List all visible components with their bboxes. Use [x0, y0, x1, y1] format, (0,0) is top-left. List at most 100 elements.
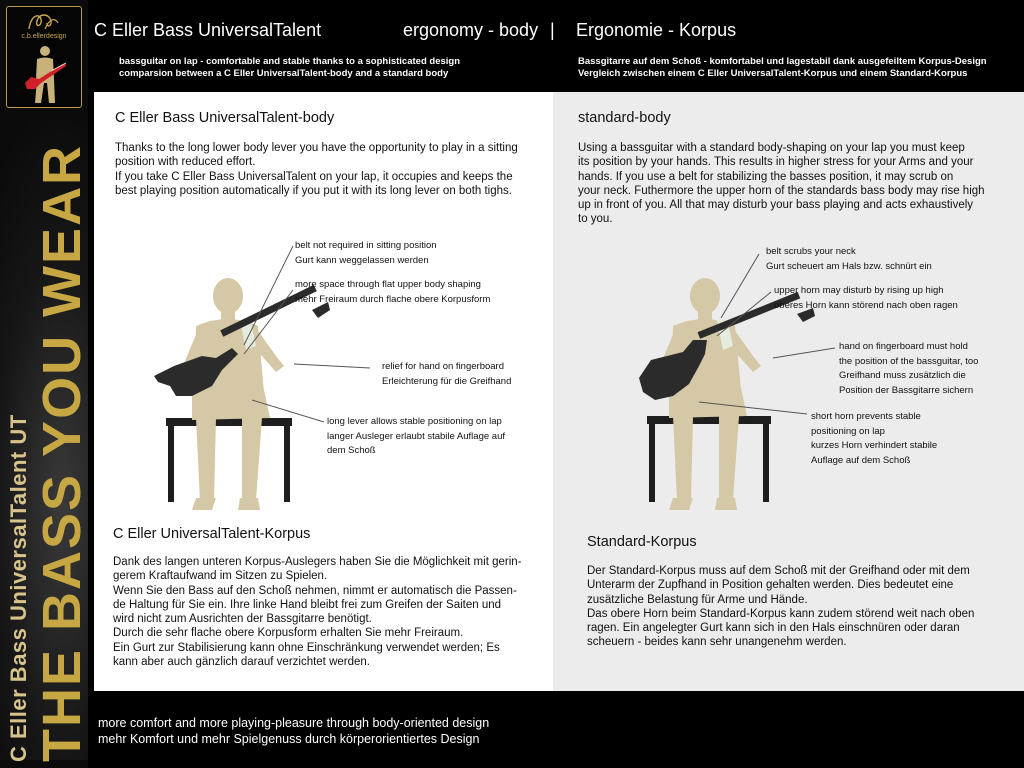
- text-line: scheuern - beides kann sehr unangenehm w…: [587, 636, 847, 649]
- sidebar-strip: c.b.ellerdesign C Eller Bass UniversalTa…: [0, 0, 88, 768]
- leader-line: [698, 401, 808, 415]
- annotation-hand-relief: relief for hand on fingerboard Erleichte…: [382, 360, 511, 389]
- annotation-line: Gurt scheuert am Hals bzw. schnürt ein: [766, 260, 932, 272]
- text-line: position with reduced effort.: [115, 156, 256, 169]
- heading-ut-body-en: C Eller Bass UniversalTalent-body: [115, 110, 335, 126]
- annotation-hand-must-hold: hand on fingerboard must hold the positi…: [839, 340, 978, 398]
- sidebar-brand-text: C Eller Bass UniversalTalent UT: [6, 414, 31, 762]
- text-line: to you.: [578, 213, 613, 226]
- annotation-line: kurzes Horn verhindert stabile: [811, 440, 938, 451]
- leader-line: [243, 245, 294, 346]
- text-line: Using a bassguitar with a standard body-…: [578, 142, 965, 154]
- logo-brand-text: c.b.ellerdesign: [21, 33, 67, 40]
- page-footer: more comfort and more playing-pleasure t…: [88, 691, 1024, 768]
- annotation-line: long lever allows stable positioning on …: [327, 416, 502, 427]
- page-header: C Eller Bass UniversalTalent ergonomy - …: [88, 0, 1024, 92]
- text-line: Der Standard-Korpus muss auf dem Schoß m…: [587, 565, 970, 577]
- annotation-line: dem Schoß: [327, 445, 376, 456]
- text-line: Thanks to the long lower body lever you …: [115, 142, 518, 154]
- text-line: Unterarm der Zupfhand in Position gehalt…: [587, 579, 954, 592]
- text-line: kann aber auch gänzlich darauf verzichte…: [113, 656, 370, 669]
- text-line: ragen. Ein angelegter Gurt kann sich in …: [587, 622, 960, 635]
- text-ut-body-en: Thanks to the long lower body lever you …: [115, 141, 518, 198]
- standard-body-panel: standard-body Using a bassguitar with a …: [553, 92, 1024, 691]
- leader-line: [720, 253, 760, 319]
- standard-bass-guitar: [639, 291, 815, 400]
- ut-seated-player-illustration: [154, 278, 330, 510]
- heading-ut-body-de: C Eller UniversalTalent-Korpus: [113, 526, 311, 542]
- annotation-line: short horn prevents stable: [811, 411, 921, 422]
- annotation-line: langer Ausleger erlaubt stabile Auflage …: [327, 430, 505, 442]
- text-line: If you take C Eller Bass UniversalTalent…: [115, 170, 513, 183]
- annotation-line: Auflage auf dem Schoß: [811, 454, 911, 466]
- leader-lines-right: [698, 253, 836, 415]
- text-line: your neck. Futhermore the upper horn of …: [578, 184, 985, 197]
- leader-lines-left: [243, 245, 371, 423]
- stool-leg: [168, 418, 174, 502]
- subtitle-en-line-1: bassguitar on lap - comfortable and stab…: [119, 56, 461, 67]
- stool-leg: [763, 416, 769, 502]
- annotation-short-horn: short horn prevents stable positioning o…: [811, 410, 937, 468]
- text-line: up in front of you. All that may disturb…: [578, 199, 974, 212]
- annotation-line: belt not required in sitting position: [295, 240, 437, 251]
- annotation-line: Gurt kann weggelassen werden: [295, 254, 429, 266]
- heading-standard-body-de: Standard-Korpus: [587, 534, 697, 550]
- annotation-line: Position der Bassgitarre sichern: [839, 384, 974, 396]
- ut-bass-guitar: [154, 284, 330, 396]
- sidebar-slogan: THE BASS YOU WEAR: [32, 143, 88, 762]
- title-english: ergonomy - body: [403, 20, 539, 40]
- annotation-line: Greifhand muss zusätzlich die: [839, 370, 966, 381]
- annotation-line: relief for hand on fingerboard: [382, 361, 504, 372]
- annotation-upper-horn: upper horn may disturb by rising up high…: [774, 284, 958, 313]
- annotation-line: belt scrubs your neck: [766, 246, 856, 257]
- stool-leg: [284, 418, 290, 502]
- subtitle-de-line-2: Vergleich zwischen einem C Eller Univers…: [578, 68, 968, 79]
- annotation-line: Erleichterung für die Greifhand: [382, 375, 512, 387]
- brand-logo: c.b.ellerdesign: [6, 6, 82, 108]
- text-line: de Haltung für Sie ein. Ihre linke Hand …: [113, 598, 502, 611]
- stool-seat: [166, 418, 292, 426]
- leader-line: [251, 399, 325, 423]
- subtitle-de-line-1: Bassgitarre auf dem Schoß - komfortabel …: [578, 56, 987, 67]
- text-line: best playing position automatically if y…: [115, 184, 512, 197]
- heading-standard-body-en: standard-body: [578, 110, 671, 126]
- text-line: Ein Gurt zur Stabilisierung kann ohne Ei…: [113, 641, 500, 654]
- text-line: its position by your hands. This results…: [578, 156, 974, 169]
- footer-tagline-en: more comfort and more playing-pleasure t…: [98, 716, 490, 730]
- text-line: zusätzliche Belastung für Arme und Hände…: [587, 593, 808, 606]
- title-separator: |: [550, 20, 555, 40]
- annotation-line: more space through flat upper body shapi…: [295, 279, 481, 290]
- text-line: Das obere Horn beim Standard-Korpus kann…: [587, 607, 975, 620]
- leader-line: [716, 291, 772, 337]
- text-line: Durch die sehr flache obere Korpusform e…: [113, 627, 464, 640]
- leader-line: [293, 363, 371, 369]
- annotation-belt-scrubs: belt scrubs your neck Gurt scheuert am H…: [766, 245, 932, 274]
- text-standard-body-de: Der Standard-Korpus muss auf dem Schoß m…: [587, 564, 974, 650]
- standard-seated-player-illustration: [639, 278, 815, 510]
- stool-seat: [647, 416, 771, 424]
- annotation-line: the position of the bassguitar, too: [839, 355, 979, 367]
- title-german: Ergonomie - Korpus: [576, 20, 737, 40]
- annotation-line: positioning on lap: [811, 425, 885, 437]
- leader-line: [772, 347, 836, 359]
- annotation-line: upper horn may disturb by rising up high: [774, 285, 944, 296]
- annotation-belt-not-required: belt not required in sitting position Gu…: [295, 239, 437, 268]
- page-title: C Eller Bass UniversalTalent: [94, 20, 322, 40]
- logo-swirl-icon: [28, 14, 59, 30]
- annotation-line: oberes Horn kann störend nach oben ragen: [774, 299, 958, 311]
- text-line: hands. If you use a belt for stabilizing…: [578, 170, 954, 183]
- text-ut-body-de: Dank des langen unteren Korpus-Auslegers…: [113, 555, 521, 669]
- text-line: wird nicht zum Ausrichten der Bassgitarr…: [113, 613, 372, 626]
- annotation-long-lever: long lever allows stable positioning on …: [327, 415, 505, 459]
- subtitle-en-line-2: comparsion between a C Eller UniversalTa…: [119, 68, 449, 79]
- strip-background-glow: [0, 120, 88, 760]
- bass-player-icon: [25, 46, 67, 103]
- universaltalent-panel: C Eller Bass UniversalTalent-body Thanks…: [94, 92, 553, 691]
- footer-tagline-de: mehr Komfort und mehr Spielgenuss durch …: [98, 732, 480, 746]
- text-line: Wenn Sie den Bass auf den Schoß nehmen, …: [113, 584, 517, 597]
- stool-leg: [649, 416, 655, 502]
- annotation-line: mehr Freiraum durch flache obere Korpusf…: [295, 293, 491, 305]
- text-line: gerem Kraftaufwand im Sitzen zu Spielen.: [113, 570, 328, 583]
- annotation-line: hand on fingerboard must hold: [839, 341, 968, 352]
- annotation-more-space: more space through flat upper body shapi…: [295, 278, 490, 307]
